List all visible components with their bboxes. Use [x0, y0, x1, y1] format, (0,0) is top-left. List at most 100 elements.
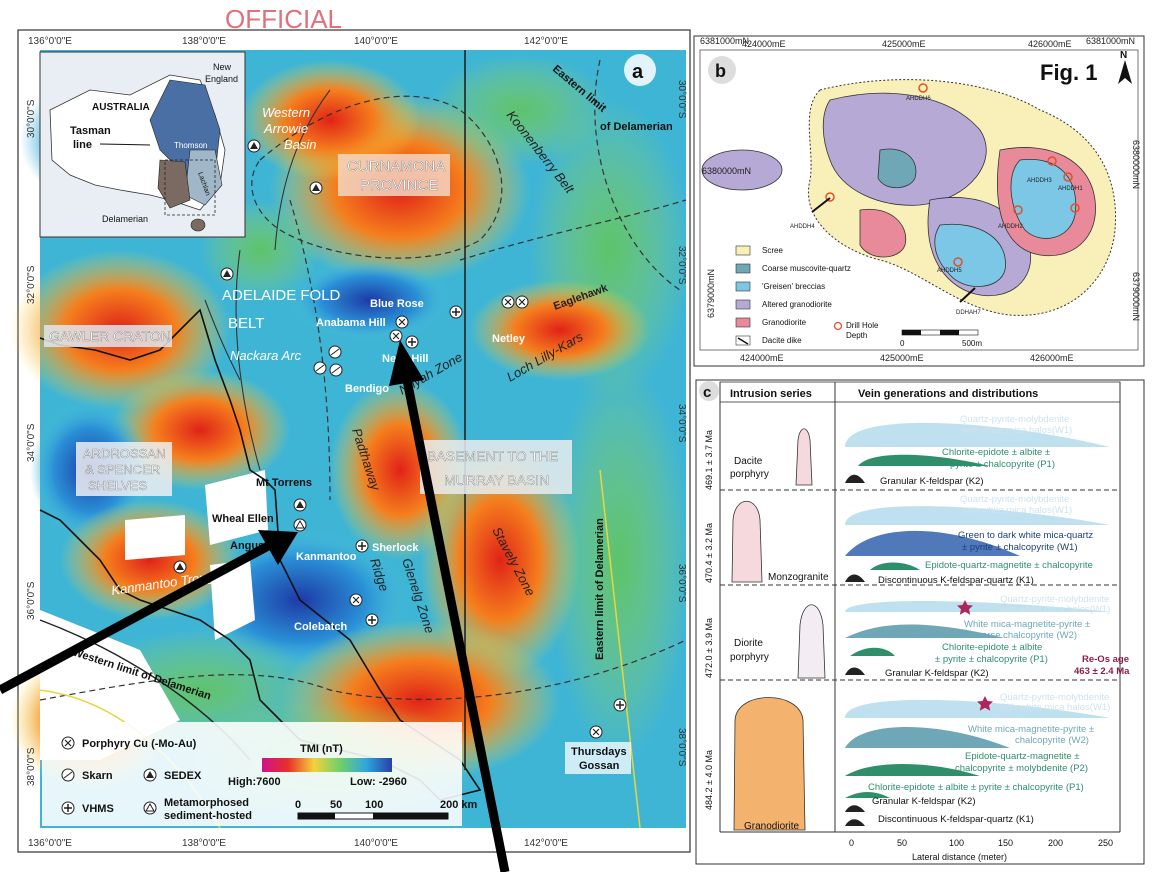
legend-b-muscovite: Coarse muscovite-quartz [762, 264, 851, 273]
legend-b-drill-1: Drill Hole [846, 321, 879, 330]
panel-a-letter: a [632, 61, 644, 83]
inset-line-label: line [73, 139, 92, 151]
coord-tl: 6381000mN [700, 36, 749, 46]
legend-porphyry: Porphyry Cu (-Mo-Au) [82, 738, 197, 750]
fig-label: Fig. 1 [1040, 60, 1097, 85]
legend-scale-0: 0 [295, 799, 301, 811]
deposit-bendigo: Bendigo [345, 383, 389, 395]
region-labels: CURNAMONA PROVINCE ADELAIDE FOLD BELT GA… [44, 154, 572, 496]
age-labels: 469.1 ± 3.7 Ma 470.4 ± 3.2 Ma 472.0 ± 3.… [704, 430, 714, 810]
coord-east-bot-425: 425000mE [880, 353, 924, 363]
vein-m4: ± pyrite ± chalcopyrite (W1) [962, 542, 1077, 553]
lat-right-36: 36°0'0"S [676, 564, 687, 603]
sedex-symbol [220, 267, 234, 281]
intrusion-dacite-2: porphyry [730, 469, 769, 480]
star-icon [957, 600, 973, 615]
arrow-center-head [389, 340, 424, 386]
legend-scale-200: 200 km [440, 799, 478, 811]
greisen-breccia [1010, 158, 1077, 239]
lon-bot-138: 138°0'0"E [182, 838, 226, 849]
legend-b-scree: Scree [762, 246, 783, 255]
vein-r2: with white mica halos(W1) [999, 604, 1110, 615]
legend-vhms: VHMS [82, 803, 114, 815]
porphyry-symbol [389, 329, 403, 343]
panel-b-badge [708, 56, 736, 84]
legend-scale-50: 50 [330, 799, 342, 811]
vein-humps [845, 422, 1110, 826]
inset-tasman-label: Tasman [70, 125, 111, 137]
lat-left-32: 32°0'0"S [26, 265, 37, 304]
coarse-muscovite [877, 148, 917, 189]
deposit-labels: Blue Rose Anabama Hill Netley Eaglehawk … [212, 282, 631, 774]
panel-c-badge [699, 381, 719, 401]
vein-g9: Discontinuous K-feldspar-quartz (K1) [878, 814, 1034, 825]
label-gawler: GAWLER CRATON [49, 328, 171, 344]
north-arrow-icon [1118, 60, 1132, 84]
tmi-colorbar [262, 758, 392, 772]
inset-delamerian-label: Delamerian [102, 214, 148, 224]
xtick: 0 [849, 838, 854, 848]
drill-hole-marker [1063, 172, 1073, 182]
label-ardrossan-1: ARDROSSAN [83, 446, 165, 461]
lon-bot-136: 136°0'0"E [28, 838, 72, 849]
label-nackara: Nackara Arc [230, 348, 302, 363]
label-curnamona-2: PROVINCE [360, 177, 438, 194]
drill-hole-marker [918, 83, 928, 93]
label-western-3: Basin [284, 137, 317, 152]
drill-hole-label: AHDDH4 [790, 224, 815, 230]
sedex-symbol [309, 181, 323, 195]
coord-6380-right: 6380000mN [1131, 140, 1141, 189]
sedex-symbol [247, 139, 261, 153]
coord-east-top-424: 424000mE [742, 39, 786, 49]
legend-b-granodiorite: Granodiorite [762, 318, 807, 327]
dacite-porphyry-body [795, 428, 813, 486]
inset-australia-label: AUSTRALIA [92, 102, 150, 113]
monzogranite-body [731, 501, 763, 583]
label-ardrossan-3: SHELVES [88, 478, 147, 493]
vein-m2: with white mica halos(W1) [961, 505, 1072, 516]
meta-symbol [293, 518, 307, 532]
vhms-symbol [449, 305, 463, 319]
coord-6379-right: 6379000mN [1131, 272, 1141, 321]
porphyry-symbol [395, 315, 409, 329]
porphyry-symbol [515, 295, 529, 309]
faults [204, 89, 331, 471]
vein-g6: chalcopyrite ± molybdenite (P2) [955, 763, 1088, 774]
vein-r5: Chlorite-epidote ± albite [942, 642, 1042, 653]
porphyry-symbol [501, 295, 515, 309]
inset-new-label: New [213, 62, 232, 72]
arrow-left-shaft [0, 541, 273, 694]
granodiorite-body [733, 697, 806, 831]
legend-sedex-symbol [143, 768, 157, 782]
label-western-2: Arrowie [263, 121, 308, 136]
lat-left-36: 36°0'0"S [26, 581, 37, 620]
legend-meta-1: Metamorphosed [164, 797, 249, 809]
label-eastern-top-2: of Delamerian [600, 121, 673, 133]
vein-reos-2: 463 ± 2.4 Ma [1074, 666, 1130, 677]
skarn-symbol [329, 363, 343, 377]
lon-top-140: 140°0'0"E [354, 36, 398, 47]
legend-sedex: SEDEX [164, 770, 202, 782]
panel-c-xaxis: 0 50 100 150 200 250 Lateral distance (m… [849, 838, 1113, 862]
coord-east-bot-424: 424000mE [740, 353, 784, 363]
vein-d3: Chlorite-epidote ± albite ± [942, 447, 1050, 458]
xtick: 50 [897, 838, 907, 848]
legend-skarn-symbol [61, 768, 75, 782]
lat-left-38: 38°0'0"S [26, 747, 37, 786]
vein-labels: Quartz-pyrite-molybdenite with white mic… [868, 414, 1130, 825]
vein-g5: Epidote-quartz-magnetite ± [965, 751, 1080, 762]
drill-hole-marker [1070, 203, 1080, 213]
drill-holes [825, 83, 1080, 267]
inset-england-label: England [205, 74, 238, 84]
label-curnamona-1: CURNAMONA [347, 158, 445, 175]
col-intrusion: Intrusion series [730, 388, 812, 400]
north-label: N [1120, 50, 1127, 61]
vein-g3: White mica-magnetite-pyrite ± [968, 724, 1094, 735]
col-veins: Vein generations and distributions [858, 388, 1038, 400]
drill-hole-label: DDHAH7 [956, 310, 981, 316]
row-separators [720, 489, 1120, 681]
scale-bar [297, 812, 449, 820]
label-western-1: Western [262, 105, 310, 120]
legend-b-altered: Altered granodiorite [762, 300, 832, 309]
